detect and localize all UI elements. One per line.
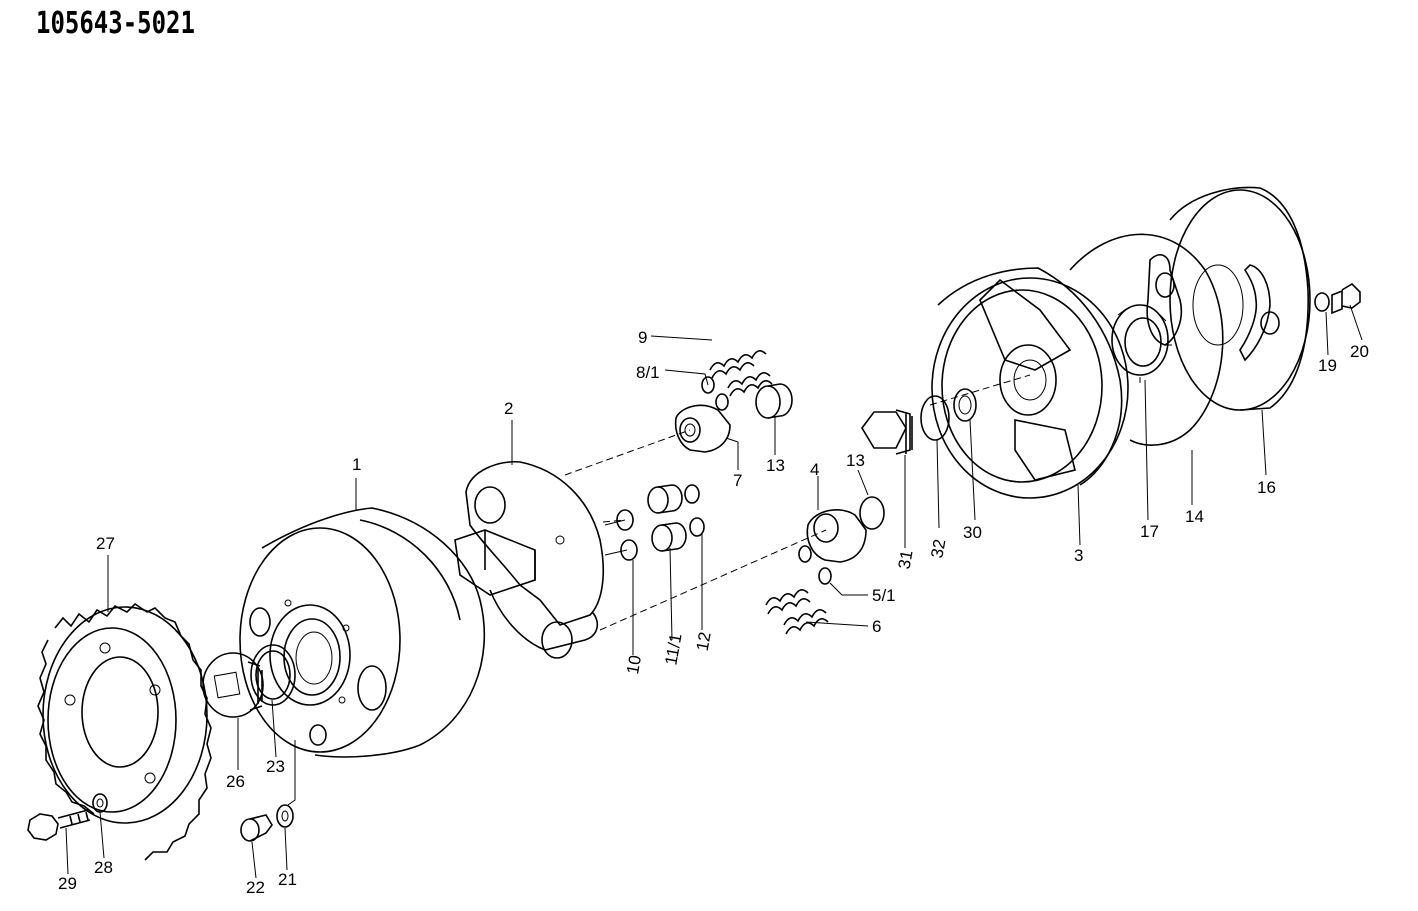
- callout-30: 30: [963, 523, 982, 542]
- part-1-hub: [239, 507, 486, 758]
- callout-labels: 1 2 3 4 5/1 6 7 8/1 9 10 11/1 12 13 13 1…: [58, 328, 1369, 897]
- part-27-gear: [37, 602, 212, 861]
- part-2-yoke: [454, 460, 605, 659]
- callout-29: 29: [58, 874, 77, 893]
- part-5-1-washers: [798, 545, 832, 585]
- part-29-bolt: [27, 809, 91, 841]
- part-28-washer: [92, 793, 108, 813]
- callout-21: 21: [278, 870, 297, 889]
- drawing-number: 105643-5021: [36, 6, 195, 41]
- part-13-cap-upper: [755, 383, 793, 419]
- part-4-block: [806, 509, 867, 563]
- callout-16: 16: [1257, 478, 1276, 497]
- part-10-pins: [604, 509, 638, 561]
- callout-14: 14: [1185, 507, 1204, 526]
- part-22-screw: [240, 814, 273, 842]
- callout-5-1: 5/1: [872, 586, 896, 605]
- callout-8-1: 8/1: [636, 363, 660, 382]
- part-21-washer: [276, 804, 294, 828]
- assembly-lines: [564, 374, 1031, 631]
- callout-28: 28: [94, 858, 113, 877]
- callout-27: 27: [96, 534, 115, 553]
- callout-31: 31: [895, 549, 917, 571]
- part-30-washer: [953, 388, 977, 422]
- callout-23: 23: [266, 757, 285, 776]
- part-13-cap-lower: [859, 496, 885, 530]
- callout-20: 20: [1350, 342, 1369, 361]
- callout-26: 26: [226, 772, 245, 791]
- callout-2: 2: [504, 399, 513, 418]
- part-17-nut: [1111, 304, 1172, 383]
- part-8-1-washers: [701, 376, 729, 411]
- callout-10: 10: [623, 654, 645, 676]
- part-12-washers: [684, 484, 705, 537]
- callout-7: 7: [733, 471, 742, 490]
- part-19-washer: [1314, 292, 1330, 312]
- callout-13-upper: 13: [766, 456, 785, 475]
- part-26-plug: [202, 652, 264, 718]
- callout-22: 22: [246, 878, 265, 897]
- part-20-screw: [1331, 282, 1361, 315]
- part-23-o-ring: [250, 644, 296, 706]
- part-9-springs: [709, 350, 773, 397]
- callout-9: 9: [638, 328, 647, 347]
- callout-32: 32: [927, 538, 949, 560]
- part-32-ring: [920, 395, 950, 441]
- part-14-spring-ring: [1069, 233, 1224, 446]
- callout-3: 3: [1074, 546, 1083, 565]
- callout-19: 19: [1318, 356, 1337, 375]
- callout-1: 1: [352, 455, 361, 474]
- callout-11-1: 11/1: [661, 632, 685, 667]
- part-7-block: [674, 404, 731, 453]
- callout-6: 6: [872, 617, 881, 636]
- callout-17: 17: [1140, 522, 1159, 541]
- callout-4: 4: [810, 460, 819, 479]
- leader-lines: [65, 304, 1363, 879]
- part-16-cover: [1146, 186, 1311, 411]
- callout-12: 12: [693, 631, 715, 653]
- part-11-1-bushings: [647, 484, 687, 552]
- part-31-plug: [861, 409, 913, 455]
- callout-13-lower: 13: [846, 451, 865, 470]
- part-6-springs: [765, 589, 829, 635]
- part-3-housing: [931, 267, 1129, 499]
